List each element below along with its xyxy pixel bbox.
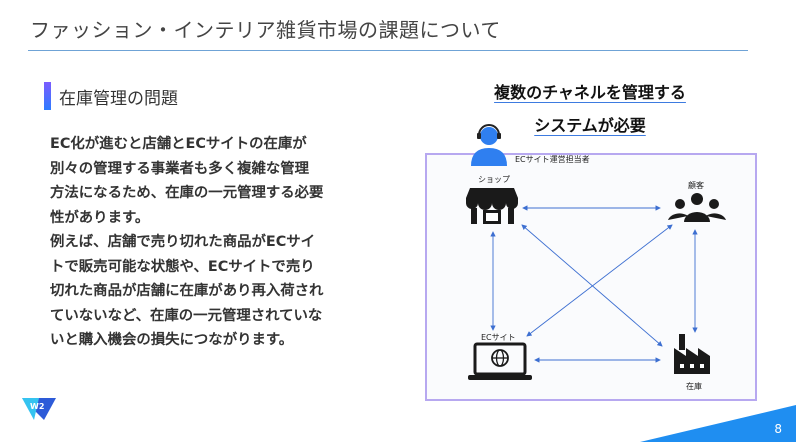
corner-accent [640, 405, 796, 442]
arrow-shop-warehouse [521, 224, 663, 347]
group-icon [668, 193, 726, 222]
arrow-customer-ecsite [526, 224, 673, 337]
operator-label: ECサイト運営担当者 [515, 154, 590, 164]
title-rule [28, 50, 748, 51]
shop-label: ショップ [478, 175, 510, 184]
section-bar [44, 82, 51, 110]
support-agent-icon [471, 124, 507, 166]
body-text: EC化が進むと店舗とECサイトの在庫が 別々の管理する事業者も多く複雑な管理 方… [50, 136, 324, 348]
page-number: 8 [774, 422, 782, 436]
section-title: 在庫管理の問題 [59, 88, 178, 109]
w2-logo: W2 [22, 398, 56, 420]
section-header: 在庫管理の問題 [44, 82, 178, 110]
slide-title: ファッション・インテリア雑貨市場の課題について [30, 18, 501, 42]
store-icon [466, 188, 518, 224]
diagram-heading-line1: 複数のチャネルを管理する [494, 83, 686, 102]
arrows [490, 205, 698, 363]
customer-label: 顧客 [688, 180, 704, 190]
diagram-heading-line2: システムが必要 [534, 116, 646, 135]
factory-icon [674, 334, 710, 374]
warehouse-label: 在庫 [686, 381, 702, 391]
laptop-globe-icon [468, 342, 532, 380]
svg-text:W2: W2 [30, 402, 44, 411]
diagram-heading: 複数のチャネルを管理する システムが必要 [420, 76, 760, 142]
ec-site-label: ECサイト [481, 333, 516, 342]
